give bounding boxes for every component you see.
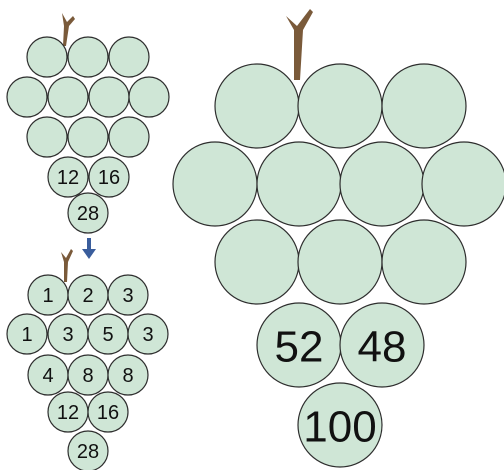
grape	[68, 117, 108, 157]
grape	[48, 77, 88, 117]
grape-number: 12	[57, 167, 79, 189]
grape	[340, 142, 424, 226]
grape-number: 48	[358, 323, 407, 372]
grape	[257, 142, 341, 226]
grape-number: 100	[303, 403, 376, 452]
grape-number: 8	[82, 365, 93, 387]
grape-number: 12	[57, 402, 79, 424]
grape-number: 16	[98, 167, 120, 189]
grape-number: 1	[21, 324, 32, 346]
grape-cluster: 52 48 100	[173, 64, 504, 467]
grape	[215, 220, 299, 304]
grape-number: 4	[42, 365, 53, 387]
grape	[27, 117, 67, 157]
grape-number: 1	[42, 285, 53, 307]
grape	[129, 77, 169, 117]
grape-number: 16	[97, 402, 119, 424]
large-grape-bunch: 52 48 100	[173, 9, 504, 467]
grape-number: 5	[102, 324, 113, 346]
grape	[109, 117, 149, 157]
grape	[382, 220, 466, 304]
grape-number: 28	[77, 203, 99, 225]
grape	[109, 37, 149, 77]
grape-number: 8	[122, 365, 133, 387]
small-grape-bunch-top: 12 16 28	[7, 13, 169, 233]
grape	[382, 64, 466, 148]
grape-number: 3	[62, 324, 73, 346]
grape	[89, 77, 129, 117]
stem-icon	[286, 9, 313, 80]
down-arrow-icon	[82, 238, 96, 259]
grape	[298, 64, 382, 148]
grape-number: 2	[82, 285, 93, 307]
stem-icon	[61, 249, 73, 282]
grape	[422, 142, 504, 226]
grape-number: 52	[275, 323, 324, 372]
grape	[68, 37, 108, 77]
grape	[7, 77, 47, 117]
grape	[27, 37, 67, 77]
grape	[173, 142, 257, 226]
grape-number: 3	[122, 285, 133, 307]
stem-icon	[62, 13, 75, 46]
grape-cluster: 12 16 28	[7, 37, 169, 233]
grape-number: 3	[142, 324, 153, 346]
grape	[298, 220, 382, 304]
grape	[215, 64, 299, 148]
grape-number: 28	[77, 441, 99, 463]
